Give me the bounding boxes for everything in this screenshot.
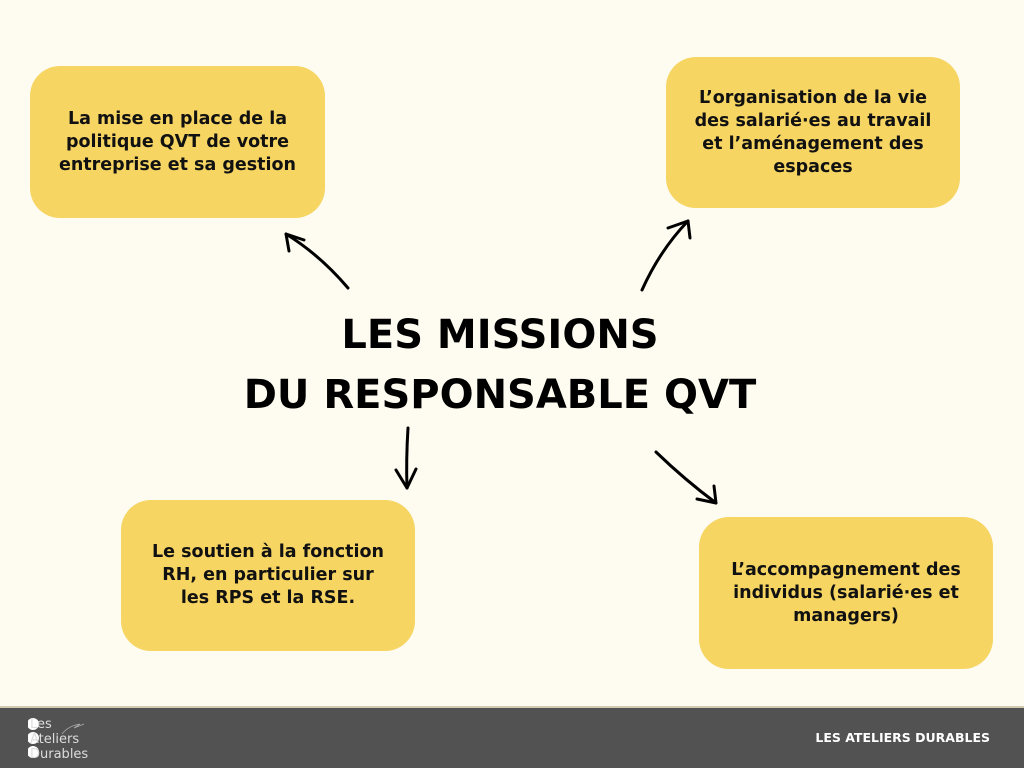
arrow-icon-bottom-right <box>654 450 718 505</box>
svg-text:Ateliers: Ateliers <box>30 732 79 747</box>
svg-text:Les: Les <box>30 717 52 732</box>
footer-brand: LES ATELIERS DURABLES <box>815 730 990 745</box>
mission-box-organisation: L’organisation de la vie des salarié·es … <box>666 57 960 208</box>
arrow-icon-top-left <box>284 232 350 290</box>
arrow-icon-bottom-left <box>394 426 418 490</box>
svg-text:Durables: Durables <box>30 747 88 762</box>
les-ateliers-durables-logo: Les Ateliers Durables <box>28 717 88 762</box>
page-title: LES MISSIONS DU RESPONSABLE QVT <box>180 305 820 425</box>
mission-text: Le soutien à la fonction RH, en particul… <box>152 542 384 608</box>
mission-text: L’accompagnement des individus (salarié·… <box>731 559 961 626</box>
mission-box-hr-support: Le soutien à la fonction RH, en particul… <box>121 500 415 651</box>
mission-box-accompaniment: L’accompagnement des individus (salarié·… <box>699 517 993 669</box>
mission-text: La mise en place de la politique QVT de … <box>58 108 297 175</box>
footer: Les Ateliers Durables LES ATELIERS DURAB… <box>0 706 1024 768</box>
mission-box-qvt-policy: La mise en place de la politique QVT de … <box>30 66 325 218</box>
title-line-2: DU RESPONSABLE QVT <box>243 372 757 418</box>
mission-text: L’organisation de la vie des salarié·es … <box>694 87 932 177</box>
title-line-1: LES MISSIONS <box>341 312 659 358</box>
arrow-icon-top-right <box>640 219 692 292</box>
